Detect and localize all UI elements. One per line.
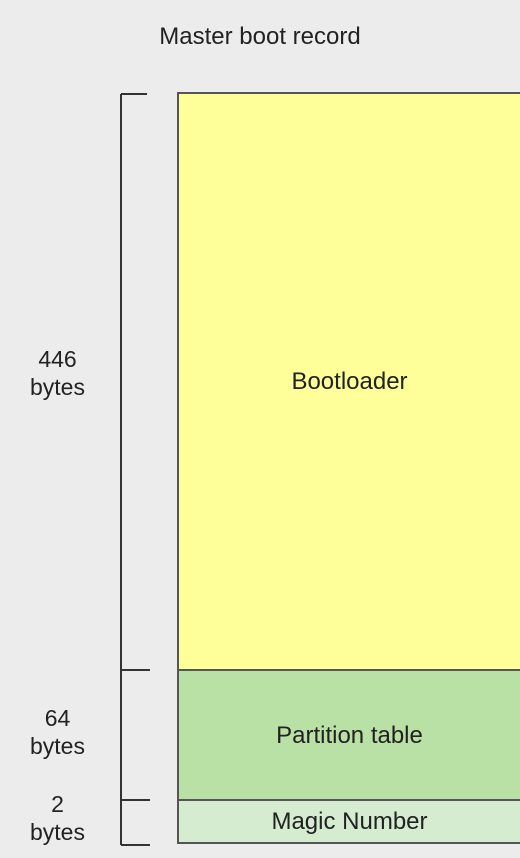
- bootloader-size-unit: bytes: [30, 374, 85, 400]
- partition-table-label: Partition table: [276, 721, 423, 749]
- partition-table-segment: Partition table: [177, 669, 520, 800]
- diagram-title: Master boot record: [159, 23, 361, 50]
- magic-number-size-unit: bytes: [30, 819, 85, 845]
- magic-number-size-value: 2: [51, 791, 64, 817]
- bootloader-label: Bootloader: [291, 368, 408, 395]
- magic-number-size-label: 2 bytes: [10, 790, 105, 846]
- bootloader-size-label: 446 bytes: [10, 345, 105, 401]
- magic-number-label: Magic Number: [271, 807, 428, 835]
- bootloader-segment: Bootloader: [177, 92, 520, 670]
- magic-number-segment: Magic Number: [177, 799, 520, 844]
- bootloader-size-value: 446: [38, 346, 77, 372]
- partition-table-size-unit: bytes: [30, 733, 85, 759]
- partition-table-size-label: 64 bytes: [10, 704, 105, 760]
- partition-table-size-value: 64: [44, 705, 71, 731]
